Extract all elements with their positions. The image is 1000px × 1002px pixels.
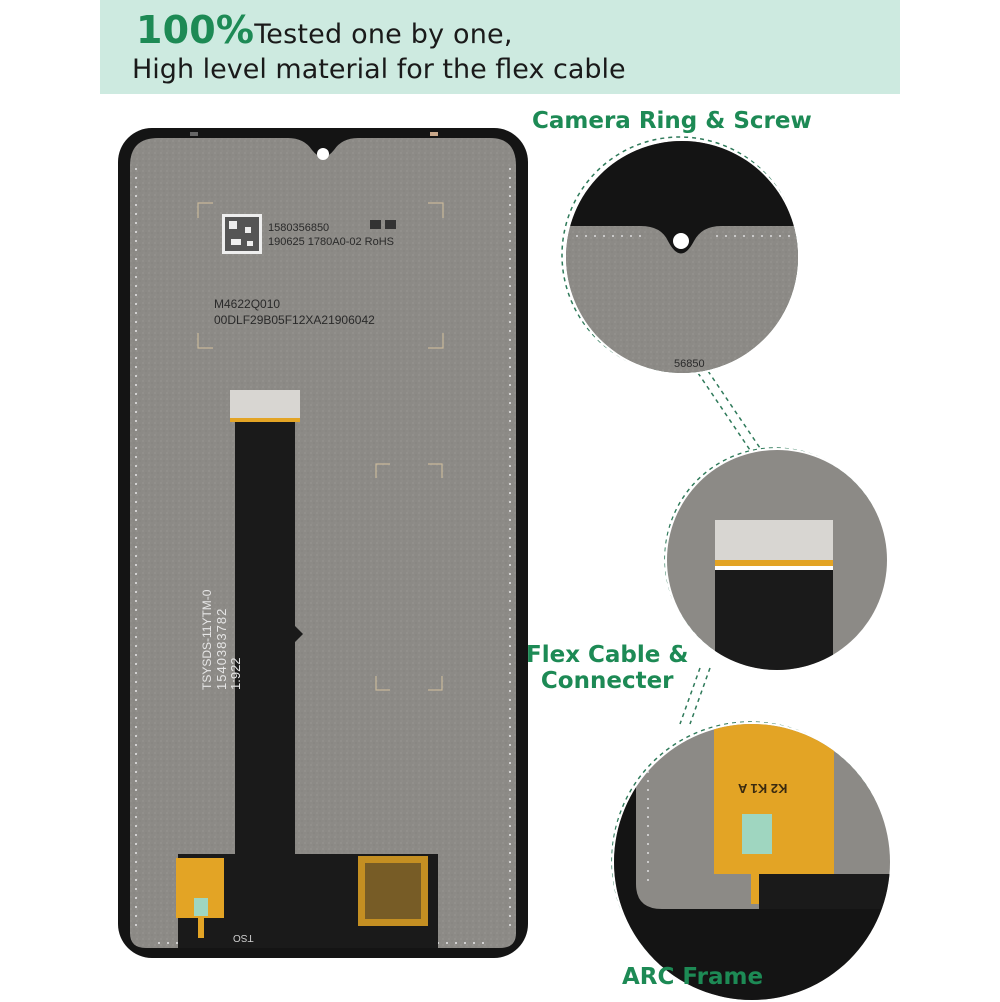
flex-print-1: TSYSDS-11YTM-0 <box>200 589 214 690</box>
banner-highlight: 100% <box>136 8 255 52</box>
callout-flex-cable: Flex Cable & Connecter <box>526 642 688 694</box>
banner-line-2: High level material for the flex cable <box>132 54 626 85</box>
panel-code-line: 190625 1780A0-02 RoHS <box>268 236 394 248</box>
qr-code <box>222 214 262 254</box>
callout-flex-line-2: Connecter <box>540 668 674 694</box>
header-banner: 100%Tested one by one, High level materi… <box>100 0 900 94</box>
panel-serial: 1580356850 <box>268 222 330 234</box>
callout-camera-ring: Camera Ring & Screw <box>532 108 812 134</box>
label-brackets <box>197 202 444 691</box>
flex-print-3: 1:922 <box>228 657 243 690</box>
zoom-arc-frame <box>612 722 892 1002</box>
panel-model-line-1: M4622Q010 <box>214 297 281 311</box>
flex-cable <box>176 390 438 948</box>
display-panel <box>130 138 516 948</box>
callout-arc-frame: ARC Frame <box>622 964 764 990</box>
zoom-flex-connector <box>665 448 889 672</box>
flex-print-2: 1540383782 <box>214 607 229 690</box>
zoom-partial-serial: 56850 <box>674 358 705 370</box>
corner-mark: TSO <box>233 932 254 943</box>
panel-model-line-2: 00DLF29B05F12XA21906042 <box>214 313 375 327</box>
banner-line-1: 100%Tested one by one, <box>136 8 513 52</box>
zoom-camera-ring <box>564 139 800 375</box>
camera-hole <box>317 148 329 160</box>
callout-flex-line-1: Flex Cable & <box>526 642 689 668</box>
zoom-chip-mark: K2 K1 A <box>738 781 788 796</box>
lcd-back-view <box>118 128 528 958</box>
banner-line-1-text: Tested one by one, <box>254 19 513 50</box>
